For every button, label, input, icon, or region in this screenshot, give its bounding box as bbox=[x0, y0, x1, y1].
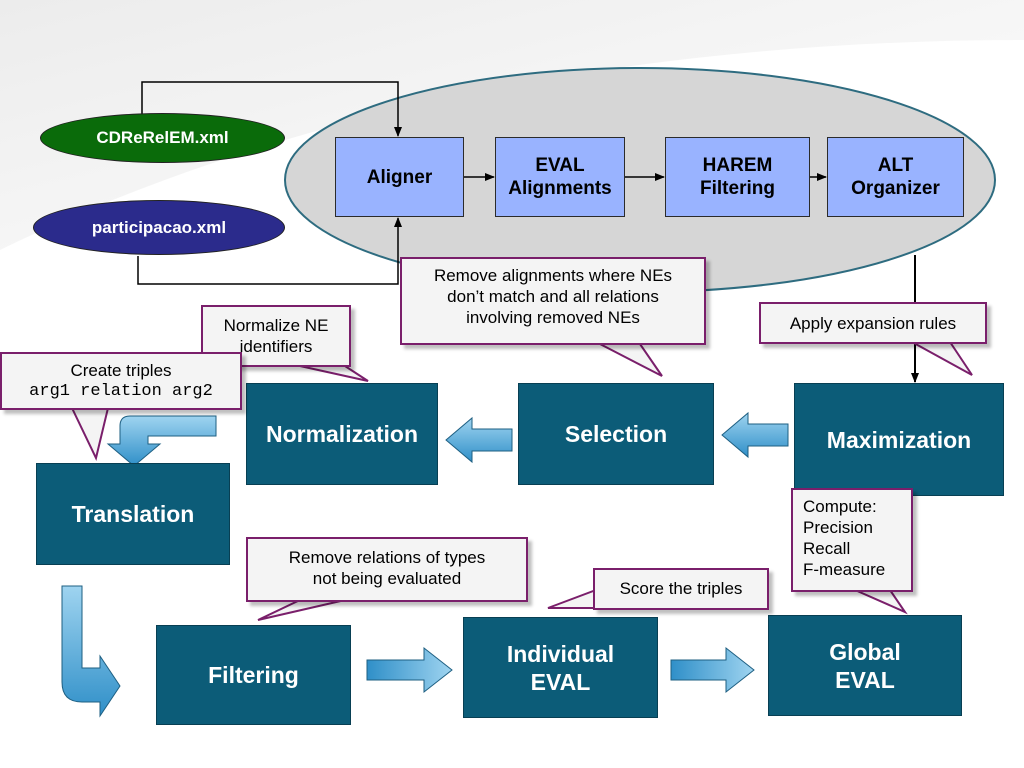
aligner-module: Aligner bbox=[335, 137, 464, 217]
expansion-callout: Apply expansion rules bbox=[759, 302, 987, 344]
score-line: Score the triples bbox=[619, 579, 743, 598]
remove-alignments-line-1: Remove alignments where NEs bbox=[433, 266, 673, 285]
eval-alignments-label-1: EVAL bbox=[535, 155, 585, 176]
expansion-pointer bbox=[911, 341, 973, 376]
remove-alignments-line-2: don’t match and all relations bbox=[447, 287, 659, 306]
participacao-file-node: participacao.xml bbox=[33, 200, 285, 255]
triple-format-line: arg1 relation arg2 bbox=[29, 382, 213, 401]
alt-organizer-module: ALT Organizer bbox=[827, 137, 964, 217]
participacao-file-label: participacao.xml bbox=[91, 217, 227, 237]
translation-to-filtering-arrow bbox=[61, 585, 121, 718]
normalize-ne-callout: Normalize NE identifiers bbox=[201, 305, 351, 367]
translation-step: Translation bbox=[36, 463, 230, 565]
remove-alignments-callout: Remove alignments where NEs don’t match … bbox=[400, 257, 706, 345]
create-triples-pointer bbox=[70, 407, 110, 461]
maximization-step: Maximization bbox=[794, 383, 1004, 496]
cdr-file-label: CDReRelEM.xml bbox=[96, 128, 229, 147]
remove-relations-line-1: Remove relations of types bbox=[288, 548, 486, 567]
create-triples-line: Create triples bbox=[70, 361, 172, 380]
remove-relations-pointer bbox=[257, 599, 346, 621]
normalization-label: Normalization bbox=[265, 421, 419, 447]
background-swoosh bbox=[0, 0, 1024, 250]
selection-step: Selection bbox=[518, 383, 714, 485]
compute-line-1: Compute: bbox=[803, 497, 877, 516]
individual-eval-label-2: EVAL bbox=[530, 668, 591, 695]
compute-line-3: Recall bbox=[803, 539, 851, 558]
compute-callout: Compute: Precision Recall F-measure bbox=[791, 488, 913, 592]
harem-filtering-label-2: Filtering bbox=[700, 178, 775, 199]
global-eval-label-1: Global bbox=[829, 638, 901, 665]
individual-to-global-arrow bbox=[670, 646, 755, 694]
alt-organizer-label-1: ALT bbox=[877, 155, 914, 176]
filtering-step: Filtering bbox=[156, 625, 351, 725]
harem-filtering-label-1: HAREM bbox=[702, 155, 773, 176]
alt-organizer-label-2: Organizer bbox=[851, 178, 940, 199]
maximization-label: Maximization bbox=[826, 426, 972, 453]
selection-to-normalization-arrow bbox=[445, 416, 513, 464]
remove-relations-callout: Remove relations of types not being eval… bbox=[246, 537, 528, 602]
selection-label: Selection bbox=[564, 421, 668, 447]
translation-label: Translation bbox=[71, 501, 195, 527]
cdr-file-node: CDReRelEM.xml bbox=[40, 113, 285, 163]
aligner-label: Aligner bbox=[366, 166, 433, 188]
remove-alignments-line-3: involving removed NEs bbox=[466, 308, 640, 327]
score-callout: Score the triples bbox=[593, 568, 769, 610]
maximization-to-selection-arrow bbox=[721, 411, 789, 459]
harem-filtering-module: HAREM Filtering bbox=[665, 137, 810, 217]
compute-line-2: Precision bbox=[803, 518, 873, 537]
individual-eval-label-1: Individual bbox=[506, 640, 615, 667]
global-eval-step: Global EVAL bbox=[768, 615, 962, 716]
remove-alignments-pointer bbox=[599, 343, 663, 377]
normalize-ne-pointer bbox=[299, 365, 369, 382]
eval-alignments-module: EVAL Alignments bbox=[495, 137, 625, 217]
expansion-line: Apply expansion rules bbox=[789, 314, 957, 333]
filtering-to-individual-arrow bbox=[366, 646, 453, 694]
normalize-ne-line-1: Normalize NE bbox=[223, 316, 329, 335]
compute-pointer bbox=[854, 589, 908, 615]
eval-alignments-label-2: Alignments bbox=[508, 178, 612, 199]
compute-line-4: F-measure bbox=[803, 560, 886, 579]
participacao-to-aligner-connector bbox=[137, 217, 402, 285]
filtering-label: Filtering bbox=[208, 662, 299, 688]
cdr-to-aligner-connector bbox=[141, 81, 402, 137]
global-eval-label-2: EVAL bbox=[835, 666, 895, 693]
remove-relations-line-2: not being evaluated bbox=[312, 569, 462, 588]
normalization-to-translation-arrow bbox=[106, 415, 217, 467]
normalization-step: Normalization bbox=[246, 383, 438, 485]
normalize-ne-line-2: identifiers bbox=[239, 337, 313, 356]
individual-eval-step: Individual EVAL bbox=[463, 617, 658, 718]
create-triples-callout: Create triples arg1 relation arg2 bbox=[0, 352, 242, 410]
